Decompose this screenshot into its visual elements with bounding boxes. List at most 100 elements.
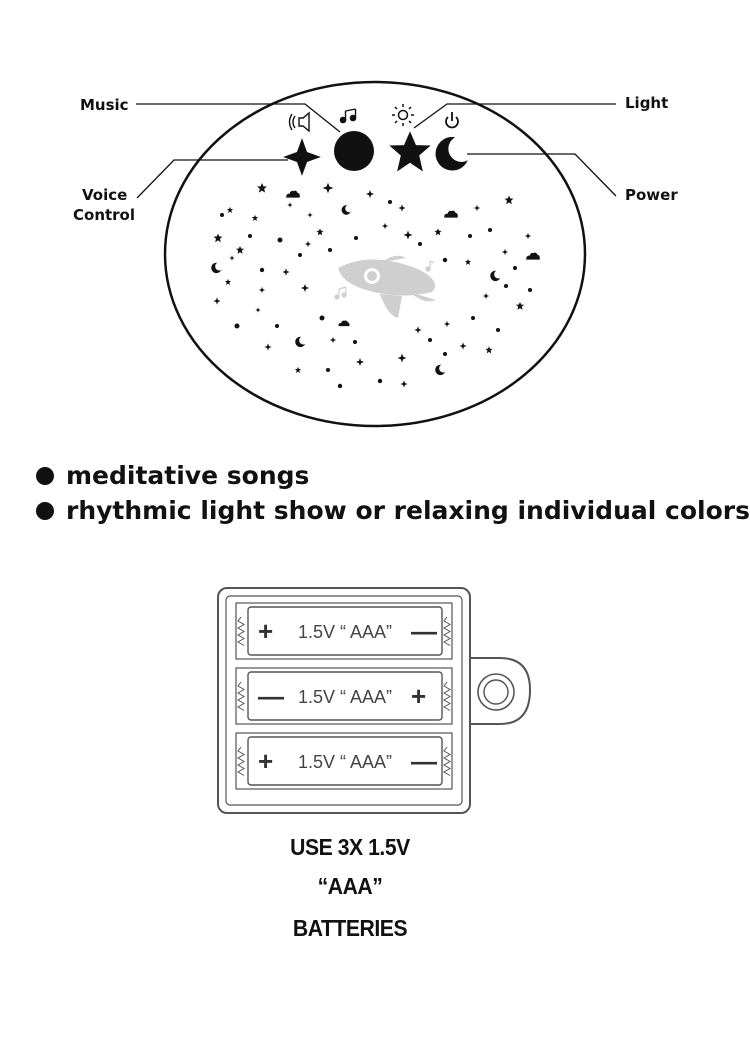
- battery-body: [247, 736, 443, 786]
- pattern-dot: [234, 323, 240, 329]
- pattern-star-icon: [403, 230, 413, 240]
- pattern-star-icon: [434, 228, 442, 236]
- pattern-star-icon: [482, 292, 490, 300]
- pattern-star-icon: [397, 353, 407, 363]
- pattern-star-icon: [287, 202, 293, 208]
- battery-instruction-line1: USE 3X 1.5V: [290, 834, 410, 860]
- pattern-star-icon: [213, 233, 223, 243]
- power-button[interactable]: [435, 136, 468, 171]
- pattern-star-icon: [459, 342, 467, 350]
- pattern-dot: [326, 368, 330, 372]
- pattern-star-icon: [414, 326, 422, 334]
- pattern-star-icon: [365, 189, 375, 199]
- pattern-star-icon: [485, 346, 493, 354]
- battery-spring-icon: [237, 681, 245, 711]
- battery-cell: +1.5V “ AAA”—: [235, 732, 453, 790]
- pattern-moon-icon: [490, 270, 501, 282]
- bullet-icon: [36, 501, 54, 520]
- pattern-dot: [298, 253, 302, 257]
- pattern-dot: [328, 248, 332, 252]
- pattern-star-icon: [226, 206, 234, 213]
- pattern-star-icon: [515, 301, 525, 310]
- pattern-star-icon: [257, 183, 267, 193]
- terminal-sign: +: [258, 746, 273, 776]
- sun-icon: [392, 104, 414, 126]
- terminal-sign: +: [411, 681, 426, 711]
- light-button[interactable]: [389, 131, 431, 172]
- battery-cells: +1.5V “ AAA”——1.5V “ AAA”++1.5V “ AAA”—: [235, 602, 453, 790]
- pattern-star-icon: [464, 258, 472, 265]
- pattern-dot: [353, 340, 357, 344]
- pattern-moon-icon: [435, 364, 446, 376]
- pattern-star-icon: [258, 286, 266, 294]
- battery-cell-label: 1.5V “ AAA”: [298, 687, 392, 707]
- pattern-moon-icon: [211, 262, 222, 274]
- pattern-star-icon: [473, 204, 481, 212]
- feature-item: rhythmic light show or relaxing individu…: [36, 493, 750, 528]
- pattern-dot: [496, 328, 500, 332]
- speaker-icon: [288, 111, 310, 133]
- pattern-dot: [275, 324, 279, 328]
- pattern-dot: [319, 315, 325, 321]
- terminal-sign: —: [258, 681, 284, 711]
- pattern-star-icon: [329, 336, 337, 344]
- battery-body: [247, 606, 443, 656]
- pattern-dot: [248, 234, 252, 238]
- pattern-star-icon: [282, 268, 290, 276]
- music-button[interactable]: [334, 131, 374, 171]
- battery-spring-icon: [443, 616, 451, 646]
- battery-slot: [235, 602, 453, 660]
- battery-instruction-line2: “AAA”: [317, 873, 383, 899]
- battery-slot: [235, 667, 453, 725]
- pattern-star-icon: [316, 228, 324, 236]
- pattern-star-icon: [255, 307, 261, 313]
- feature-item: meditative songs: [36, 458, 736, 493]
- pattern-dot: [259, 267, 265, 273]
- pattern-star-icon: [213, 297, 221, 305]
- battery-spring-icon: [443, 746, 451, 776]
- voice-control-button[interactable]: [283, 138, 321, 176]
- battery-cell-label: 1.5V “ AAA”: [298, 622, 392, 642]
- battery-body: [247, 671, 443, 721]
- battery-cell: +1.5V “ AAA” —: [235, 602, 453, 660]
- pattern-star-icon: [307, 212, 313, 218]
- power-icon: [445, 112, 459, 129]
- pattern-dot: [528, 288, 532, 292]
- light-label: Light: [625, 94, 668, 112]
- pattern-dot: [377, 378, 383, 384]
- projector-outline: [163, 80, 587, 428]
- music-label: Music: [80, 96, 129, 114]
- pattern-dot: [354, 236, 358, 240]
- callout-lines: [136, 103, 617, 199]
- battery-instruction-line3: BATTERIES: [292, 915, 408, 941]
- battery-spring-icon: [237, 746, 245, 776]
- feature-list: meditative songs rhythmic light show or …: [36, 458, 750, 528]
- pattern-star-icon: [304, 240, 312, 248]
- pattern-star-icon: [443, 320, 451, 328]
- pattern-star-icon: [300, 283, 310, 293]
- pattern-star-icon: [355, 357, 365, 367]
- pattern-dot: [418, 242, 422, 246]
- feature-text: rhythmic light show or relaxing individu…: [66, 496, 750, 525]
- battery-spring-icon: [237, 616, 245, 646]
- pattern-dot: [488, 228, 492, 232]
- star-pattern: [211, 182, 540, 389]
- pattern-star-icon: [322, 182, 334, 194]
- pattern-star-icon: [524, 232, 532, 240]
- terminal-sign: +: [258, 616, 273, 646]
- music-note-small-icon: [339, 108, 357, 124]
- terminal-sign: —: [411, 616, 437, 646]
- feature-text: meditative songs: [66, 461, 310, 490]
- pattern-star-icon: [235, 245, 245, 254]
- pattern-dot: [513, 266, 517, 270]
- pattern-star-icon: [224, 278, 232, 285]
- pattern-cloud-icon: [286, 190, 300, 198]
- pattern-dot: [443, 352, 447, 356]
- rocket-icon: [338, 255, 436, 318]
- pattern-star-icon: [264, 343, 272, 351]
- terminal-sign: —: [411, 746, 437, 776]
- music-note-icon: [334, 260, 435, 300]
- pattern-moon-icon: [295, 336, 306, 348]
- battery-spring-icon: [443, 681, 451, 711]
